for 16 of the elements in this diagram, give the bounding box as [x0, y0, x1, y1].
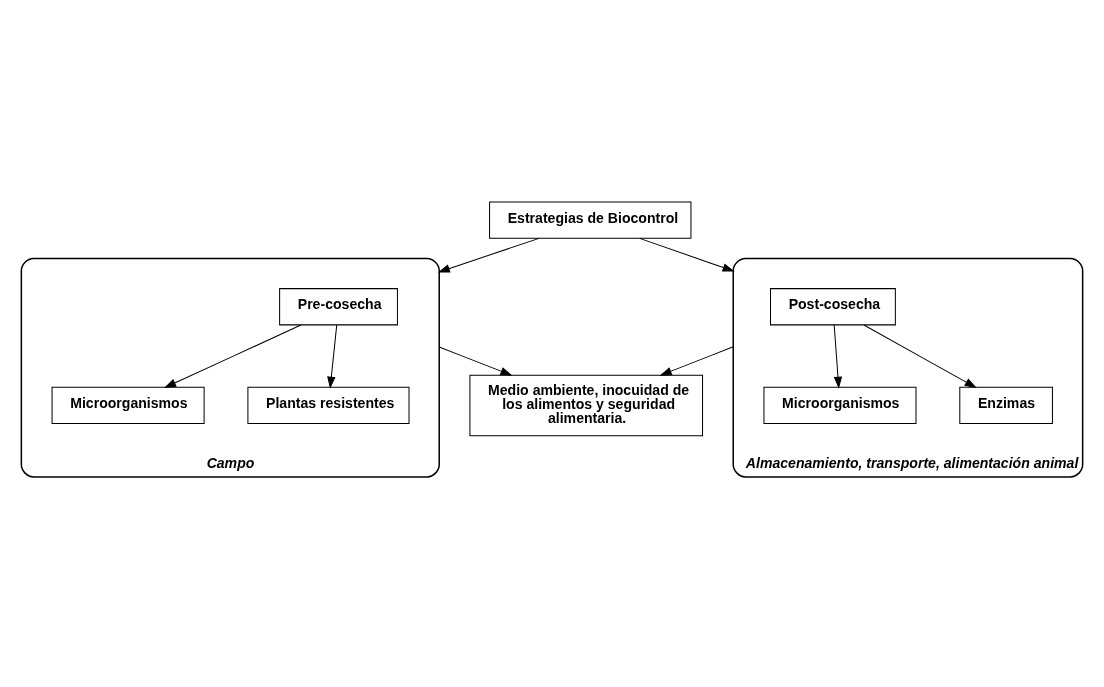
arrow — [833, 324, 843, 389]
node-box: Microorganismos — [763, 386, 917, 425]
node-box: Medio ambiente, inocuidad de los alimentos y seguridad alimentaria. — [469, 374, 704, 437]
arrow — [438, 346, 513, 376]
node-box: Plantas resistentes — [247, 386, 410, 425]
node-box: Microorganismos — [51, 386, 205, 425]
node-box: Post-cosecha — [770, 288, 896, 326]
arrow — [659, 346, 734, 376]
node-box: Pre-cosecha — [279, 288, 398, 326]
arrow — [327, 324, 338, 389]
arrow — [437, 237, 540, 273]
node-box: Enzimas — [959, 386, 1053, 425]
arrow — [863, 324, 977, 389]
arrow — [164, 324, 302, 388]
node-box: Estrategias de Biocontrol — [489, 201, 692, 239]
arrow — [639, 237, 735, 272]
